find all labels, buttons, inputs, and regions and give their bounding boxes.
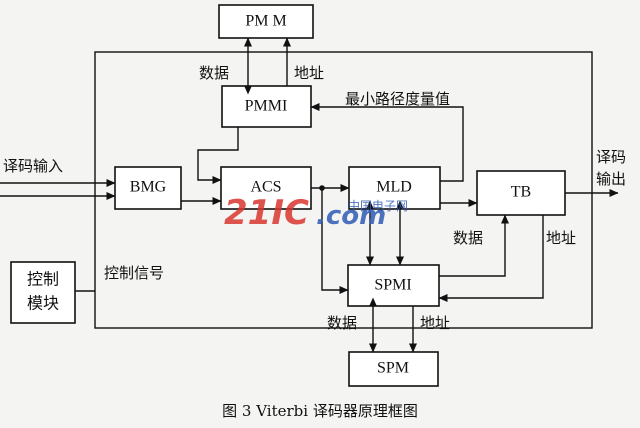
label-address-tb: 地址 xyxy=(546,229,576,247)
label-decode-output-line1: 译码 xyxy=(596,148,626,166)
label-address-spm: 地址 xyxy=(420,314,450,332)
acs-label: ACS xyxy=(250,179,281,196)
pmm-block: PM M xyxy=(218,4,314,39)
watermark-site-name: 中国电子网 xyxy=(348,198,408,213)
label-decode-input: 译码输入 xyxy=(3,157,63,175)
label-min-path-metric: 最小路径度量值 xyxy=(345,90,450,108)
label-data-spm: 数据 xyxy=(327,314,357,332)
pmmi-block: PMMI xyxy=(221,85,312,128)
tb-block: TB xyxy=(476,170,566,216)
tb-to-spmi-address-arrow xyxy=(438,215,544,302)
label-address-top: 地址 xyxy=(294,64,324,82)
label-data-top: 数据 xyxy=(199,64,229,82)
label-control-signal: 控制信号 xyxy=(104,264,164,282)
mld-block: MLD xyxy=(348,166,441,210)
spm-label: SPM xyxy=(377,360,409,377)
site-watermark: 21IC .com 中国电子网 xyxy=(224,193,408,233)
bmg-label: BMG xyxy=(130,179,167,196)
spmi-block: SPMI xyxy=(347,264,440,307)
control-module-block: 控制 模块 xyxy=(10,261,76,324)
acs-block: ACS xyxy=(220,166,312,210)
control-module-label-line1: 控制 xyxy=(27,271,59,289)
decoder-frame xyxy=(94,51,593,329)
pmmi-to-acs-arrow xyxy=(197,127,239,184)
watermark-logo-blue: .com xyxy=(316,201,386,231)
pmm-label: PM M xyxy=(245,13,286,30)
tb-label: TB xyxy=(511,184,531,201)
figure-caption: 图 3 Viterbi 译码器原理框图 xyxy=(222,402,418,420)
bmg-block: BMG xyxy=(114,166,182,210)
min-path-metric-feedback xyxy=(310,103,464,182)
control-module-label-line2: 模块 xyxy=(27,295,59,313)
mld-label: MLD xyxy=(376,179,412,196)
acs-to-spmi-arrow xyxy=(321,188,349,294)
label-decode-output-line2: 输出 xyxy=(596,170,626,188)
spmi-label: SPMI xyxy=(374,277,411,294)
spmi-to-tb-data-arrow xyxy=(439,214,509,277)
pmmi-label: PMMI xyxy=(245,98,288,115)
label-data-tb: 数据 xyxy=(453,229,483,247)
watermark-logo-red: 21IC xyxy=(224,193,309,233)
spm-block: SPM xyxy=(348,351,439,387)
